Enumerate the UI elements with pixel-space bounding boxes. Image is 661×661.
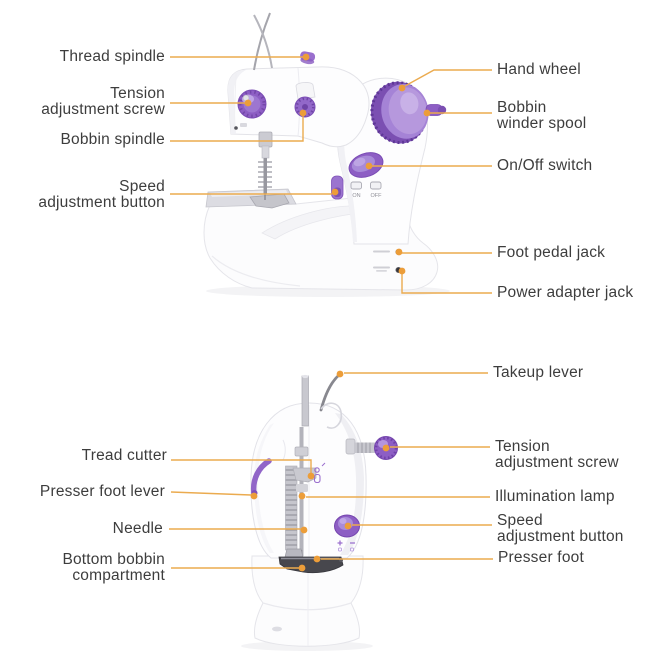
front-thread-guide-wires bbox=[253, 12, 273, 71]
leader-bobbin-spindle bbox=[170, 109, 307, 142]
label-thread-spindle: Thread spindle bbox=[59, 48, 165, 65]
rear-thread-spindle-pole bbox=[301, 374, 309, 427]
label-needle: Needle bbox=[112, 520, 163, 537]
rear-speed-button bbox=[334, 514, 360, 552]
rear-base bbox=[251, 555, 364, 647]
leader-bobbin-winder-spool bbox=[423, 109, 492, 117]
sewing-machine-rear-illustration bbox=[241, 373, 398, 651]
rear-clear-guide bbox=[320, 402, 343, 429]
label-on-off-switch: On/Off switch bbox=[497, 157, 593, 174]
leader-foot-pedal-jack bbox=[395, 248, 492, 256]
label-tension-screw-front: Tension adjustment screw bbox=[41, 85, 165, 118]
label-presser-foot-lever: Presser foot lever bbox=[39, 483, 165, 500]
label-bobbin-winder-spool: Bobbin winder spool bbox=[497, 99, 587, 132]
rear-leader-lines bbox=[169, 370, 493, 572]
leader-presser-foot-lever bbox=[170, 491, 258, 500]
label-speed-button-front: Speed adjustment button bbox=[38, 178, 165, 211]
leader-on-off-switch bbox=[365, 162, 492, 170]
rear-printed-icons bbox=[313, 462, 326, 484]
rear-tension-screw bbox=[345, 436, 398, 460]
front-needle-assembly bbox=[249, 131, 290, 209]
label-takeup-lever: Takeup lever bbox=[493, 364, 584, 381]
leader-presser-foot bbox=[313, 555, 493, 563]
leader-bottom-bobbin-compartment bbox=[171, 564, 306, 572]
leader-takeup-lever bbox=[336, 370, 488, 378]
label-presser-foot: Presser foot bbox=[498, 549, 584, 566]
leader-speed-button-front bbox=[170, 188, 339, 196]
leader-speed-button-rear bbox=[344, 522, 492, 530]
leader-illumination-lamp bbox=[298, 492, 490, 500]
label-bobbin-spindle: Bobbin spindle bbox=[60, 131, 165, 148]
label-illumination-lamp: Illumination lamp bbox=[495, 488, 615, 505]
label-speed-button-rear: Speed adjustment button bbox=[497, 512, 624, 545]
rear-presser-foot-plate bbox=[278, 548, 344, 574]
sewing-machine-front-illustration: ON OFF bbox=[203, 12, 450, 297]
label-tension-screw-rear: Tension adjustment screw bbox=[495, 438, 619, 471]
front-leader-lines bbox=[170, 53, 492, 294]
label-foot-pedal-jack: Foot pedal jack bbox=[497, 244, 606, 261]
leader-tension-screw-front bbox=[170, 99, 252, 107]
label-hand-wheel: Hand wheel bbox=[497, 61, 581, 78]
front-speed-button bbox=[331, 175, 344, 200]
label-power-adapter-jack: Power adapter jack bbox=[497, 284, 634, 301]
off-marking: OFF bbox=[371, 193, 383, 199]
label-tread-cutter: Tread cutter bbox=[81, 447, 167, 464]
leader-hand-wheel bbox=[398, 69, 492, 92]
front-on-off-markings: ON OFF bbox=[350, 181, 383, 199]
leader-needle bbox=[169, 526, 308, 534]
leader-tension-screw-rear bbox=[382, 444, 490, 452]
leader-tread-cutter bbox=[171, 459, 315, 480]
rear-takeup-lever bbox=[319, 373, 341, 412]
front-hand-wheel bbox=[370, 81, 429, 145]
front-tension-knob bbox=[237, 89, 267, 119]
leader-power-adapter-jack bbox=[398, 267, 492, 294]
on-marking: ON bbox=[352, 193, 360, 199]
leader-thread-spindle bbox=[170, 53, 310, 61]
label-bottom-bobbin-compartment: Bottom bobbin compartment bbox=[62, 551, 165, 584]
